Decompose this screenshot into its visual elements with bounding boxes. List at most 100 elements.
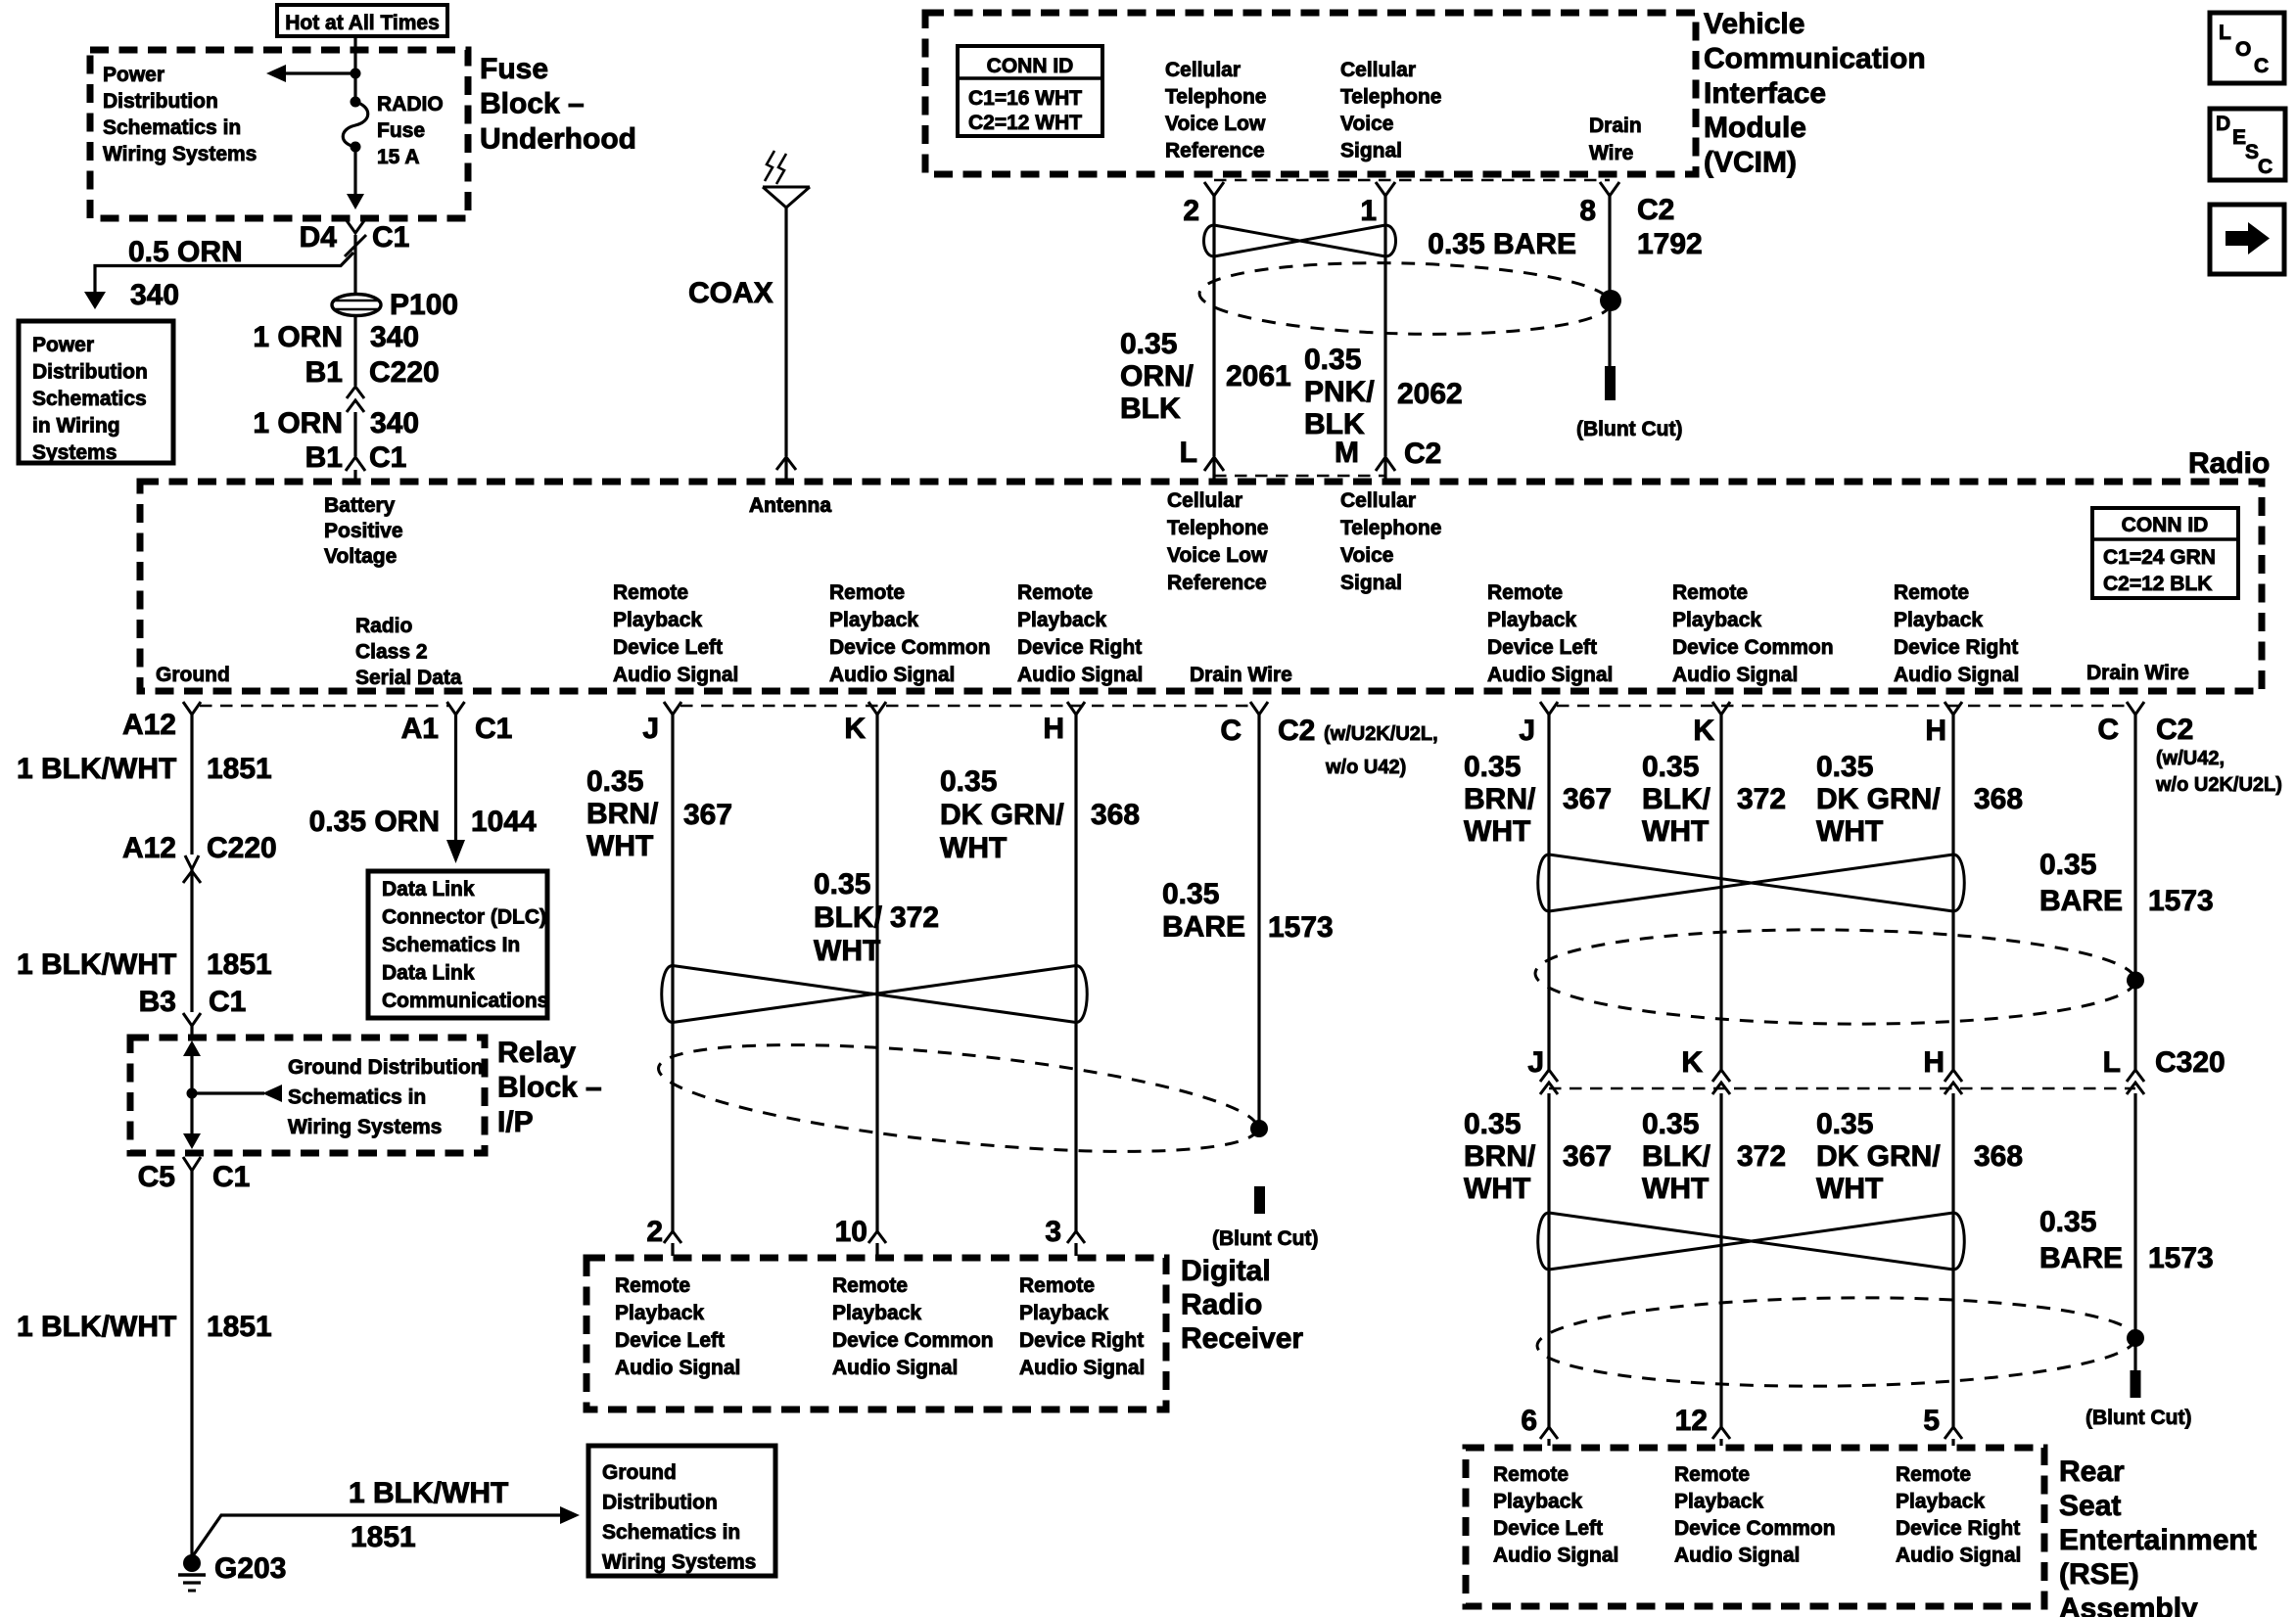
svg-text:Receiver: Receiver [1181,1322,1303,1355]
svg-text:2: 2 [646,1216,663,1248]
svg-text:1573: 1573 [2148,885,2214,917]
svg-text:Remote: Remote [1896,1463,1971,1486]
svg-text:1 BLK/WHT: 1 BLK/WHT [17,948,176,981]
svg-text:Cellular: Cellular [1340,59,1416,81]
svg-text:Device Common: Device Common [829,636,991,659]
svg-text:L: L [2103,1046,2121,1079]
svg-text:Device Common: Device Common [1674,1517,1836,1540]
svg-text:2061: 2061 [1226,360,1291,393]
svg-text:CONN ID: CONN ID [2122,514,2209,536]
svg-text:0.35: 0.35 [586,765,643,798]
svg-text:BRN/: BRN/ [1464,783,1536,815]
svg-text:Entertainment: Entertainment [2059,1524,2257,1556]
svg-text:372: 372 [1737,1140,1786,1173]
svg-text:Device Left: Device Left [615,1329,725,1352]
svg-text:Schematics In: Schematics In [382,934,520,956]
svg-text:Playback: Playback [1672,609,1761,631]
svg-text:1792: 1792 [1637,228,1703,260]
svg-text:B1: B1 [305,441,343,474]
svg-text:C1: C1 [372,221,409,254]
svg-text:Device Left: Device Left [613,636,723,659]
svg-text:Battery: Battery [324,494,396,517]
svg-text:C2: C2 [1278,715,1315,747]
svg-text:A12: A12 [122,832,176,864]
svg-text:Remote: Remote [1894,581,1969,604]
svg-text:w/o U42): w/o U42) [1325,757,1406,778]
svg-text:Class 2: Class 2 [355,641,428,664]
svg-text:Serial Data: Serial Data [355,667,462,689]
svg-text:Playback: Playback [1019,1302,1108,1324]
svg-text:Voice: Voice [1340,113,1393,135]
svg-text:10: 10 [835,1216,867,1248]
svg-text:A1: A1 [401,713,439,745]
svg-text:C2: C2 [1404,438,1441,470]
svg-text:368: 368 [1974,1140,2023,1173]
svg-text:C1: C1 [212,1161,250,1193]
svg-text:Remote: Remote [1017,581,1093,604]
svg-text:1 BLK/WHT: 1 BLK/WHT [17,1311,176,1343]
svg-text:Module: Module [1704,112,1806,144]
svg-text:Device Right: Device Right [1019,1329,1144,1352]
svg-text:Seat: Seat [2059,1490,2121,1522]
svg-text:Playback: Playback [615,1302,704,1324]
svg-text:3: 3 [1045,1216,1061,1248]
svg-text:Device Left: Device Left [1493,1517,1603,1540]
svg-text:Playback: Playback [1493,1491,1582,1513]
svg-text:WHT: WHT [586,830,653,862]
svg-text:0.35: 0.35 [1162,878,1219,910]
svg-text:Ground: Ground [602,1461,677,1484]
svg-text:Device Common: Device Common [832,1329,994,1352]
svg-text:BLK/: BLK/ [814,901,883,934]
svg-text:Telephone: Telephone [1167,517,1268,539]
svg-text:0.35: 0.35 [1816,1108,1873,1140]
svg-text:Ground: Ground [156,664,230,686]
svg-text:C1: C1 [369,441,406,474]
svg-text:1851: 1851 [207,753,272,785]
svg-text:1851: 1851 [207,948,272,981]
svg-text:Rear: Rear [2059,1455,2125,1488]
svg-text:ORN/: ORN/ [1120,360,1195,393]
svg-text:Audio Signal: Audio Signal [1674,1545,1800,1567]
svg-text:1573: 1573 [1268,911,1334,944]
svg-text:Block –: Block – [497,1072,602,1104]
svg-text:Distribution: Distribution [602,1492,718,1514]
svg-text:Distribution: Distribution [103,90,218,113]
svg-text:D4: D4 [300,221,338,254]
svg-text:E: E [2232,126,2246,149]
svg-text:C220: C220 [207,832,277,864]
svg-text:Wiring Systems: Wiring Systems [103,143,257,165]
svg-text:368: 368 [1974,783,2023,815]
svg-text:C: C [2254,55,2269,77]
svg-text:BARE: BARE [2039,1242,2123,1274]
svg-text:0.5 ORN: 0.5 ORN [128,236,243,268]
svg-text:Audio Signal: Audio Signal [1019,1357,1145,1379]
svg-text:DK GRN/: DK GRN/ [1816,783,1941,815]
svg-text:Reference: Reference [1167,572,1267,594]
svg-text:BLK/: BLK/ [1642,1140,1711,1173]
svg-text:0.35: 0.35 [1464,1108,1521,1140]
svg-text:Telephone: Telephone [1340,86,1441,109]
svg-text:Assembly: Assembly [2059,1593,2198,1617]
svg-text:Antenna: Antenna [749,494,831,517]
svg-text:1 ORN: 1 ORN [253,407,343,439]
svg-text:(Blunt Cut): (Blunt Cut) [1212,1227,1318,1250]
svg-text:WHT: WHT [940,832,1007,864]
svg-text:Fuse: Fuse [377,119,425,142]
svg-text:Schematics in: Schematics in [288,1086,426,1109]
svg-text:Digital: Digital [1181,1255,1271,1287]
svg-text:C1=24 GRN: C1=24 GRN [2103,546,2216,569]
svg-text:2: 2 [1183,195,1199,227]
svg-text:(w/U2K/U2L,: (w/U2K/U2L, [1324,723,1438,745]
svg-text:Remote: Remote [1487,581,1563,604]
svg-text:CONN ID: CONN ID [987,55,1074,77]
svg-text:Audio Signal: Audio Signal [1487,664,1613,686]
svg-text:Audio Signal: Audio Signal [832,1357,958,1379]
svg-text:367: 367 [683,799,732,831]
svg-text:Remote: Remote [1493,1463,1569,1486]
svg-text:D: D [2216,113,2230,135]
svg-text:6: 6 [1521,1405,1537,1437]
svg-text:DK GRN/: DK GRN/ [940,799,1064,831]
svg-text:Power: Power [32,334,94,356]
svg-text:C1: C1 [209,986,246,1018]
svg-text:C: C [2258,156,2273,178]
